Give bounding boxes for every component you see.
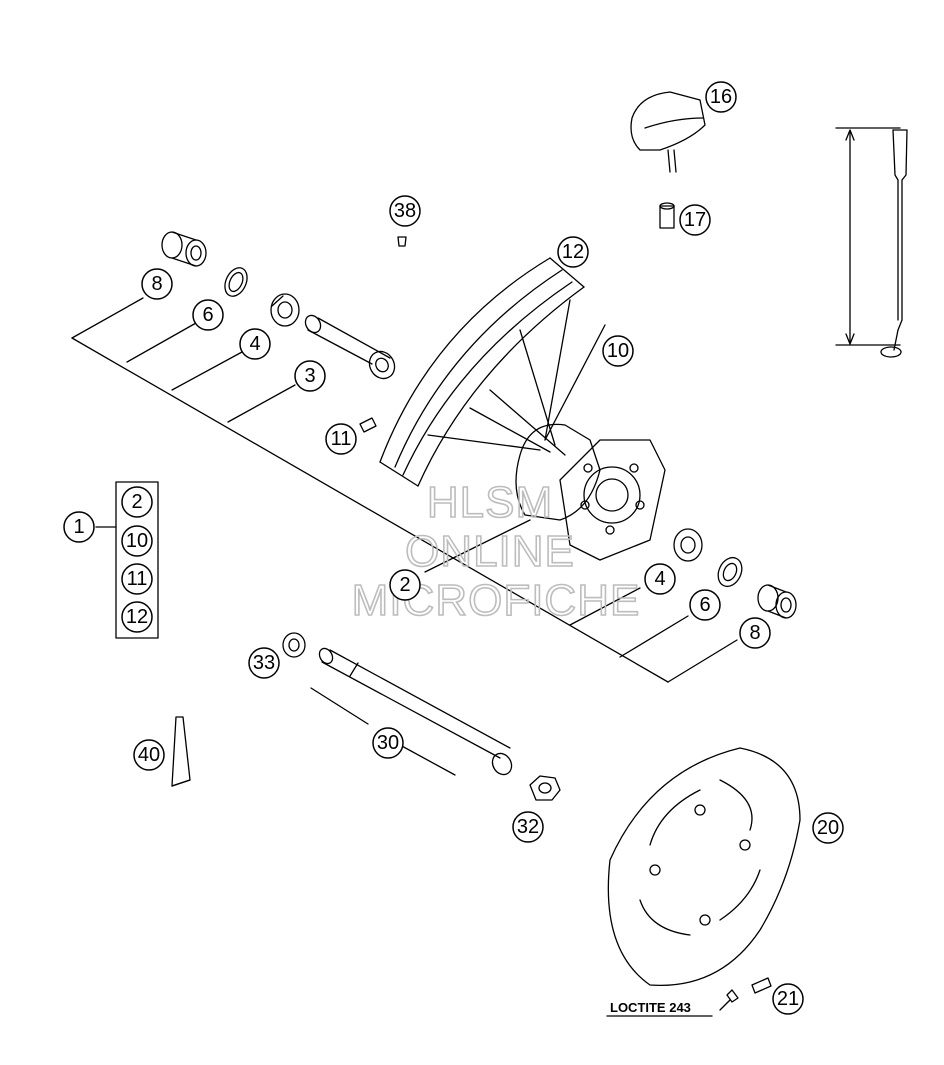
callout-circle-3 [294, 360, 326, 392]
kit-item-label: 10 [126, 530, 148, 552]
callout-circle-11-kit [121, 563, 153, 595]
spacer-part-8-bottom [757, 584, 797, 619]
callout-label: 21 [777, 988, 799, 1010]
callout-label: 6 [699, 594, 710, 616]
callout-circle-38 [389, 195, 421, 227]
bolt-part-21 [726, 977, 772, 1003]
callout-circle-30 [372, 727, 404, 759]
callout-circle-2-kit [121, 486, 153, 518]
callout-circle-10-top [602, 335, 634, 367]
callout-circle-16 [705, 81, 737, 113]
kit-bracket [115, 481, 159, 639]
hub [515, 423, 666, 561]
callout-label: 8 [151, 273, 162, 295]
callout-label: 16 [710, 86, 732, 108]
callout-circle-8-bottom [739, 617, 771, 649]
callout-circle-33 [248, 647, 280, 679]
nut-part-33 [282, 632, 306, 658]
callout-circle-4-top [239, 328, 271, 360]
callout-circle-21 [772, 983, 804, 1015]
svg-text:HLSM: HLSM [427, 478, 553, 527]
callout-circle-20 [812, 812, 844, 844]
spokes-part-10 [427, 299, 606, 456]
rim-part-12 [379, 257, 585, 487]
callout-circle-6-top [192, 299, 224, 331]
callout-circle-6-bottom [689, 589, 721, 621]
plug-part-38 [397, 236, 407, 247]
nipple-part-11 [359, 417, 377, 433]
callout-label: 12 [562, 241, 584, 263]
bearing-part-4-top [270, 293, 300, 327]
callout-circle-4-bottom [644, 563, 676, 595]
callout-label: 2 [399, 574, 410, 596]
callout-label: 33 [253, 652, 275, 674]
callout-label: 20 [817, 817, 839, 839]
spoke-dimension [835, 127, 908, 358]
spacer-part-8-top [161, 231, 207, 267]
callout-label: 11 [331, 428, 352, 450]
seal-part-6-top [224, 267, 248, 297]
brake-disc-part-20 [607, 747, 801, 987]
bearing-part-4-bottom [673, 528, 703, 562]
valve-nut-part-17 [659, 202, 675, 229]
kit-item-label: 2 [131, 491, 142, 513]
kit-item-label: 12 [126, 606, 148, 628]
callout-label: 17 [684, 209, 706, 231]
kit-item-label: 11 [127, 568, 148, 590]
threadlocker-note: LOCTITE 243 [610, 1000, 691, 1015]
callout-label: 3 [304, 365, 315, 387]
seal-part-6-bottom [717, 556, 743, 588]
callout-label: 8 [749, 622, 760, 644]
callout-label: 1 [73, 516, 84, 538]
callout-label: 32 [517, 816, 539, 838]
svg-text:ONLINE: ONLINE [405, 527, 575, 576]
callout-circle-32 [512, 811, 544, 843]
callout-circle-1 [63, 511, 95, 543]
callout-circle-40 [133, 739, 165, 771]
rim-tape-part-16 [630, 91, 706, 173]
callout-circle-12-kit [121, 601, 153, 633]
callout-circle-12-top [557, 236, 589, 268]
callout-circle-17 [679, 204, 711, 236]
callout-label: 40 [138, 744, 160, 766]
callout-circle-2 [389, 569, 421, 601]
callout-circle-8-top [141, 268, 173, 300]
distance-tube-part-3 [304, 314, 396, 380]
callout-label: 38 [394, 200, 416, 222]
callout-circle-10-kit [121, 525, 153, 557]
callout-label: 4 [654, 568, 665, 590]
tube-part-40 [171, 716, 191, 787]
leader-lines [71, 297, 738, 1017]
callout-label: 10 [607, 340, 629, 362]
callout-label: 30 [377, 732, 399, 754]
callout-label: 6 [202, 304, 213, 326]
axle-nut-part-32 [529, 775, 561, 801]
callout-label: 4 [249, 333, 260, 355]
callout-circle-11-top [325, 423, 357, 455]
axle-part-30 [318, 647, 513, 776]
